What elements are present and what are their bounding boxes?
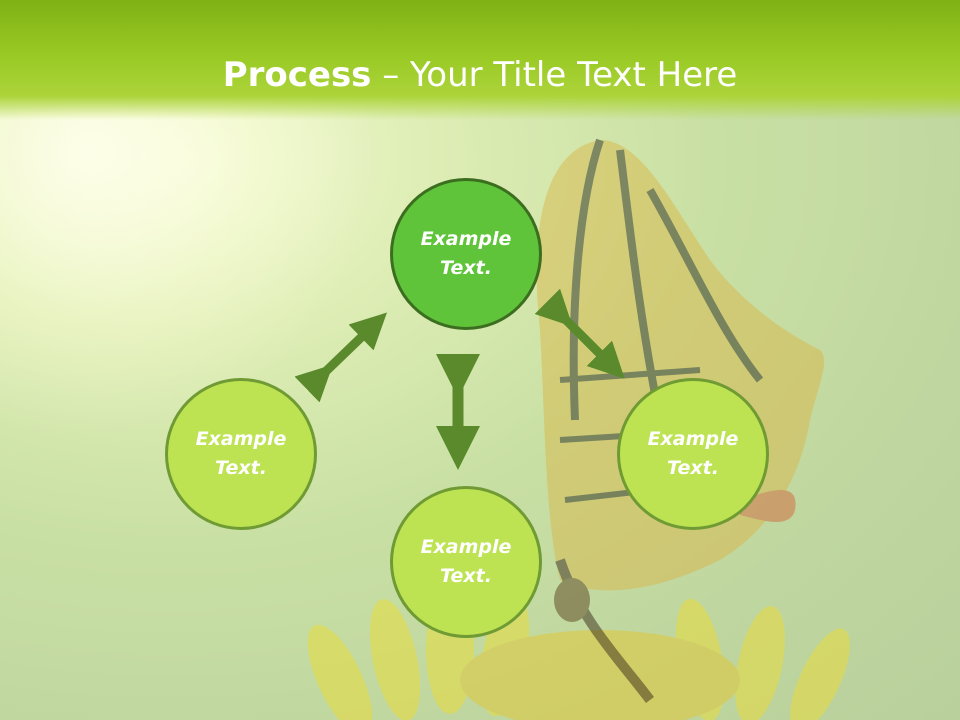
title-bold: Process	[222, 55, 372, 95]
title-bar	[0, 0, 960, 120]
slide-title[interactable]: Process – Your Title Text Here	[0, 52, 960, 98]
node-bottom[interactable]: Example Text.	[390, 486, 542, 638]
node-left-text: Example Text.	[195, 428, 287, 479]
flower-petals	[307, 586, 850, 720]
node-top[interactable]: Example Text.	[390, 178, 542, 330]
node-top-text: Example Text.	[420, 228, 512, 279]
node-left[interactable]: Example Text.	[165, 378, 317, 530]
title-rest: – Your Title Text Here	[371, 55, 738, 95]
node-bottom-text: Example Text.	[420, 536, 512, 587]
node-right[interactable]: Example Text.	[617, 378, 769, 530]
node-right-text: Example Text.	[647, 428, 739, 479]
